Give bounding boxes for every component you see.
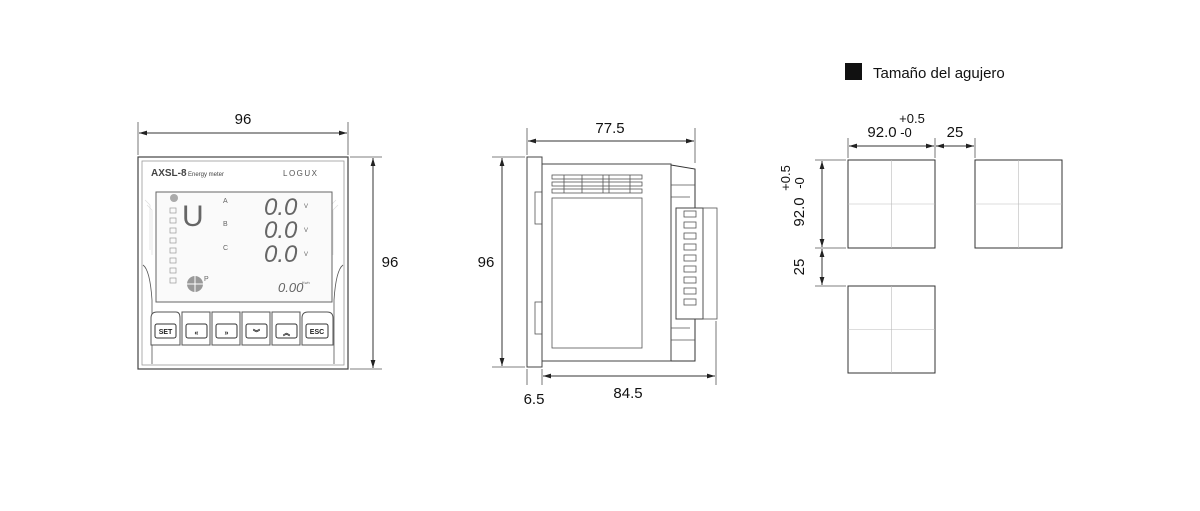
lcd-value-a: 0.0 [264, 194, 298, 221]
lcd-value-c: 0.0 [264, 241, 298, 268]
terminal-connector [675, 207, 704, 320]
energy-unit: Kwh [302, 280, 310, 285]
comm-icon [170, 194, 178, 202]
left-button[interactable]: « [181, 311, 211, 346]
lcd-main-symbol: U [182, 200, 204, 233]
model-label: AXSL-8 [151, 168, 187, 179]
cutout-hole-1 [847, 159, 936, 249]
height-label: 96 [382, 254, 399, 271]
svg-text:«: « [195, 330, 199, 337]
svg-text:︾: ︾ [253, 328, 260, 337]
right-button[interactable]: » [211, 311, 241, 346]
legend-label: Tamaño del agujero [873, 65, 1005, 82]
phase-label-b: B [223, 221, 228, 228]
tol-minus-label: -0 [900, 125, 912, 140]
lcd-value-b: 0.0 [264, 217, 298, 244]
svg-text:»: » [225, 330, 229, 337]
side-view: 77.5 96 84.5 6.5 [478, 120, 718, 408]
depth-label: 77.5 [595, 120, 624, 137]
unit-b: V [304, 228, 308, 234]
spacing-v-label: 25 [791, 259, 808, 276]
brand-logo: LOGUX [283, 169, 319, 178]
unit-a: V [304, 204, 308, 210]
side-label-window [551, 197, 643, 349]
svg-text:SET: SET [159, 329, 173, 336]
product-label: Energy meter [188, 172, 224, 178]
tol-plus-label: +0.5 [899, 111, 925, 126]
phase-label-a: A [223, 198, 228, 205]
svg-text:ESC: ESC [310, 329, 324, 336]
terminal-slots [683, 210, 697, 306]
phase-label-c: C [223, 245, 228, 252]
down-button[interactable]: ︾ [241, 311, 271, 346]
up-button[interactable]: ︽ [271, 311, 301, 346]
cutout-height-label: 92.0 [791, 197, 808, 226]
front-view: 96 96 AXSL-8 Energy meter LOGUX U A B C … [137, 111, 399, 370]
housing-body [541, 163, 672, 362]
front-bezel [526, 156, 543, 368]
cutout-hole-2 [974, 159, 1063, 249]
button-row: SET « » ︾ ︽ [150, 311, 334, 346]
side-height-label: 96 [478, 254, 495, 271]
power-label: P [204, 276, 209, 283]
cutout-width-label: 92.0 [867, 124, 896, 141]
width-label: 96 [235, 111, 252, 128]
esc-button[interactable]: ESC [301, 311, 334, 346]
unit-c: V [304, 252, 308, 258]
cutout-hole-3 [847, 285, 936, 374]
status-icons [169, 207, 177, 284]
set-button[interactable]: SET [150, 311, 181, 346]
cutout-view: Tamaño del agujero 92.0 +0.5 -0 25 92.0 … [778, 63, 1063, 374]
energy-value: 0.00 [278, 280, 304, 295]
svg-text:︽: ︽ [283, 330, 290, 337]
total-depth-label: 84.5 [613, 385, 642, 402]
tol-minus-v-label: -0 [792, 177, 807, 189]
vent-slots [551, 174, 643, 194]
legend-square-icon [845, 63, 862, 80]
spacing-h-label: 25 [947, 124, 964, 141]
tol-plus-v-label: +0.5 [778, 165, 793, 191]
lcd-display [155, 191, 333, 303]
front-thickness-label: 6.5 [524, 391, 545, 408]
